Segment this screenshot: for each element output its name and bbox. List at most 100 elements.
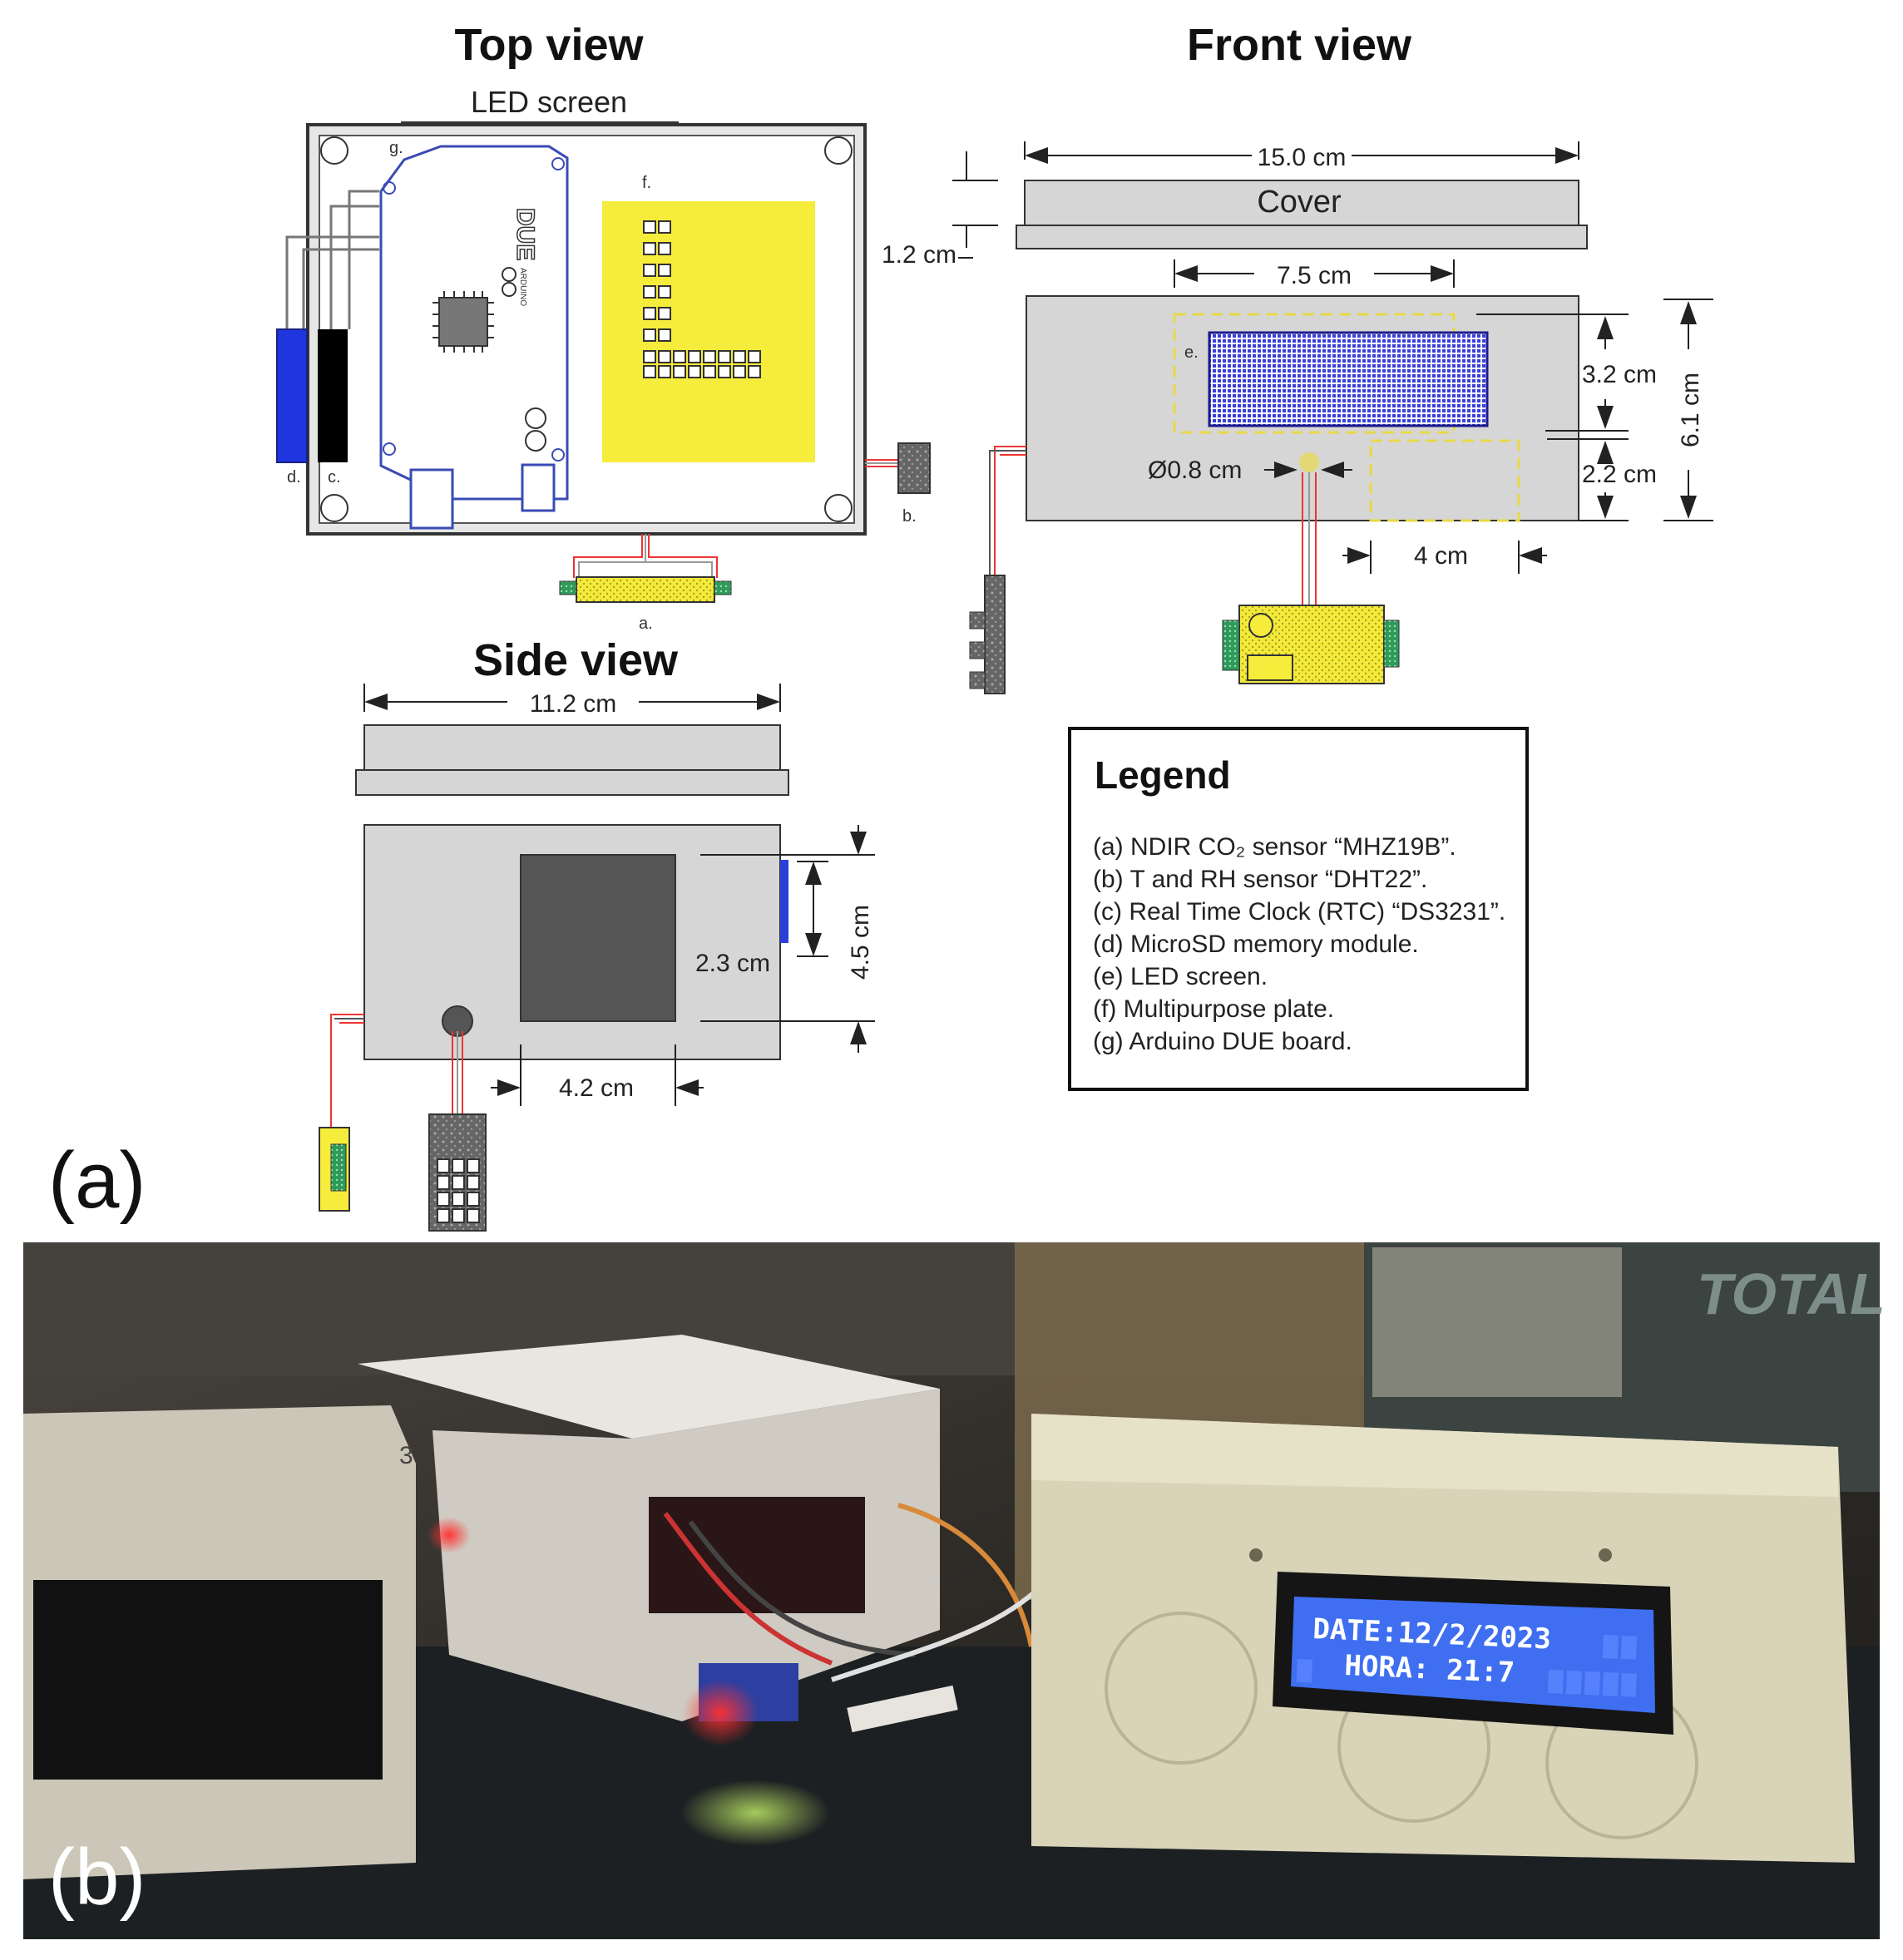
vent-slot [452,1158,465,1173]
screw-hole [824,494,853,522]
dht22-sensor-tab [969,671,986,689]
plate-pad [658,307,671,320]
legend-item: (c) Real Time Clock (RTC) “DS3231”. [1093,898,1505,926]
multipurpose-plate [602,201,815,462]
product-label [1372,1247,1622,1397]
microcontroller-chip [438,297,488,347]
plate-pad [643,328,656,342]
sensor-hole [1299,452,1319,472]
screw [1249,1548,1263,1562]
plate-pads [643,220,761,378]
plate-pad [658,328,671,342]
screw-hole [824,136,853,165]
middle-enclosure-top [358,1335,940,1439]
board-hole [383,181,396,195]
dim-side-module-height: 2.3 cm [695,950,770,977]
legend-box [1068,727,1529,1091]
knockout [1105,1612,1258,1765]
letter-d: d. [287,468,301,486]
plate-pad [748,350,761,363]
lcd-line-2: HORA: 21:7 [1344,1649,1515,1690]
vent-slot [452,1192,465,1207]
board-hole [383,442,396,456]
led-screen-label: LED screen [471,85,627,119]
plate-pad [658,285,671,299]
letter-f: f. [642,174,651,192]
vent-slot [467,1208,480,1223]
plate-pad [658,220,671,234]
front-view: Front view 15.0 cm Cover 1.2 cm 7.5 cm e… [882,20,1713,694]
plate-pad [688,365,701,378]
sensor-a-wires [573,534,718,578]
vent-slot [437,1208,450,1223]
red-led-glow [428,1517,471,1553]
sensor-b-wires [865,459,898,467]
plate-pad [688,350,701,363]
right-enclosure-lid [1031,1414,1838,1497]
plate-pad [673,365,686,378]
vent-slot [467,1192,480,1207]
legend: Legend (a) NDIR CO₂ sensor “MHZ19B”. (b)… [1068,727,1529,1091]
sensor-a-wires [578,534,713,578]
plate-pad [748,365,761,378]
dht22-sensor-front [984,575,1006,694]
side-view: Side view 11.2 cm 4.5 cm 2.3 cm 4.2 cm [319,635,875,1232]
legend-title: Legend [1095,753,1231,797]
vent-slot [437,1158,450,1173]
panel-label-a: (a) [48,1136,146,1225]
plate-pad [643,220,656,234]
plate-pad [733,365,746,378]
plate-pad [658,350,671,363]
white-sensor [847,1685,958,1733]
plate-pad [658,365,671,378]
dht22-sensor [897,442,931,494]
co2-sensor-port [1248,613,1273,638]
dht22-sensor-tab [969,611,986,629]
photo-panel: TOTAL 3 DATE:12/2/2023 HORA: 21:7 [23,1242,1886,1939]
letter-c: c. [328,468,341,486]
front-cover-lip [1016,225,1588,249]
letter-e: e. [1184,343,1199,362]
dim-screen-width: 7.5 cm [1277,262,1352,289]
co2-sensor-cap [1383,620,1400,668]
brand-logo: TOTAL [1697,1261,1886,1326]
plate-pad [733,350,746,363]
front-cover [1024,180,1579,226]
letter-b: b. [902,507,917,526]
plate-pad [643,307,656,320]
dim-box-height: 6.1 cm [1677,373,1704,447]
board-capacitor [525,430,546,452]
co2-sensor-cap [714,580,732,595]
power-jack [521,463,556,512]
board-hole [551,448,565,462]
dht22-sensor-tab [969,641,986,659]
screw-hole [320,494,348,522]
legend-item: (f) Multipurpose plate. [1093,995,1334,1023]
enclosure-mark: 3 [399,1442,413,1469]
screw [1599,1548,1612,1562]
dim-cover-height: 1.2 cm [882,241,956,269]
co2-sensor-window [1247,654,1293,681]
legend-item: (d) MicroSD memory module. [1093,931,1419,958]
side-led-edge [780,860,788,943]
board-sub-mark: ARDUINO [518,268,527,306]
board-logo [502,282,517,297]
board-mark: DUE [512,208,539,260]
plate-pad [643,365,656,378]
vent-slot [467,1175,480,1190]
lcd-screen [1291,1597,1655,1713]
top-view-title: Top view [454,20,644,70]
plate-pad [658,242,671,255]
board-logo [502,267,517,282]
left-enclosure-window [33,1580,383,1780]
plate-pad [658,264,671,277]
green-light [680,1780,830,1846]
plate-pad [718,350,731,363]
cover-label: Cover [1257,185,1342,220]
vent-slot [452,1175,465,1190]
vent-slot [467,1158,480,1173]
dim-side-box-height: 4.5 cm [847,905,874,980]
side-wires [452,1031,463,1114]
plate-pad [643,350,656,363]
